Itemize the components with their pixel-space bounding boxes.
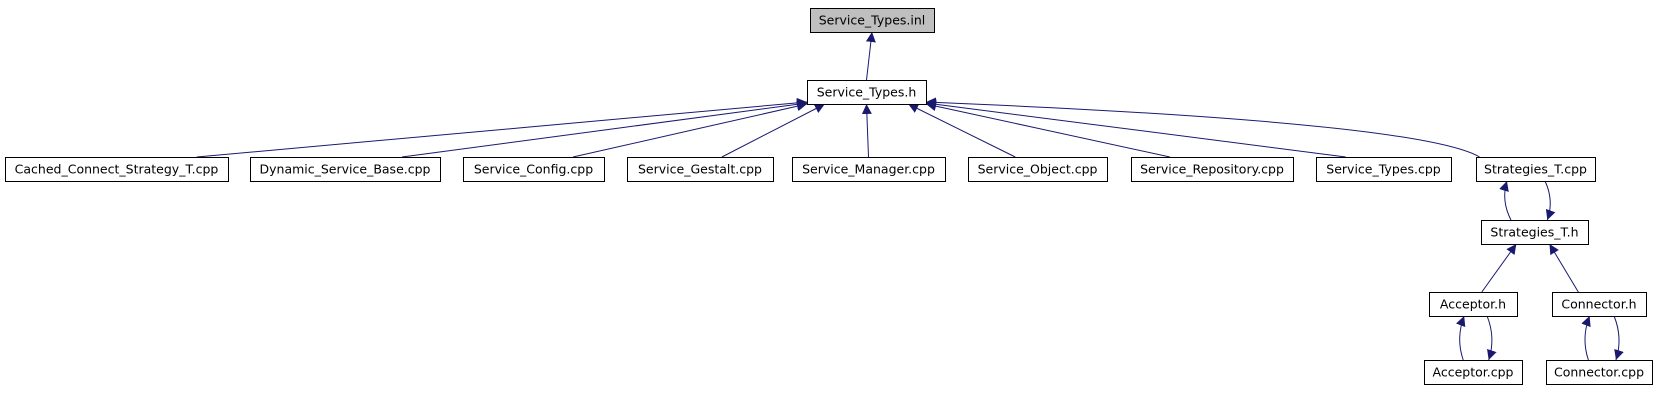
node-box bbox=[1131, 157, 1294, 182]
edge-line bbox=[401, 99, 808, 158]
edge-service_types_cpp-to-service_types_h bbox=[925, 99, 1346, 158]
node-strategies-t-h[interactable]: Strategies_T.h bbox=[1481, 220, 1589, 245]
node-label: Dynamic_Service_Base.cpp bbox=[260, 162, 431, 177]
node-service-manager-cpp[interactable]: Service_Manager.cpp bbox=[792, 157, 946, 182]
edge-line bbox=[1486, 315, 1497, 361]
node-box bbox=[627, 157, 774, 182]
node-box bbox=[5, 157, 229, 182]
edge-acceptor_h-to-strategies_t_h bbox=[1481, 243, 1517, 293]
node-box bbox=[968, 157, 1108, 182]
edge-service_config_cpp-to-service_types_h bbox=[572, 101, 808, 158]
node-label: Service_Config.cpp bbox=[474, 162, 593, 177]
node-box bbox=[1546, 360, 1653, 385]
node-dynamic-service-base-cpp[interactable]: Dynamic_Service_Base.cpp bbox=[250, 157, 441, 182]
node-label: Connector.cpp bbox=[1554, 365, 1644, 380]
edge-line bbox=[1549, 243, 1579, 293]
node-box bbox=[792, 157, 946, 182]
node-box bbox=[1424, 360, 1523, 385]
edge-line bbox=[1481, 243, 1517, 293]
node-box bbox=[463, 157, 605, 182]
edge-dynamic_service_base_cpp-to-service_types_h bbox=[401, 99, 808, 158]
node-cached-connect-strategy-t-cpp[interactable]: Cached_Connect_Strategy_T.cpp bbox=[5, 157, 229, 182]
node-label: Service_Types.cpp bbox=[1326, 162, 1440, 177]
edge-strategies_t_h-to-strategies_t_cpp bbox=[1499, 180, 1512, 221]
node-box bbox=[250, 157, 441, 182]
edge-line bbox=[721, 103, 826, 158]
node-label: Service_Gestalt.cpp bbox=[638, 162, 762, 177]
node-label: Service_Object.cpp bbox=[978, 162, 1098, 177]
node-service-types-cpp[interactable]: Service_Types.cpp bbox=[1316, 157, 1452, 182]
node-service-types-inl: Service_Types.inl bbox=[810, 8, 935, 33]
node-connector-h[interactable]: Connector.h bbox=[1552, 292, 1647, 317]
edge-strategies_t_cpp-to-strategies_t_h bbox=[1544, 180, 1556, 221]
edge-acceptor_cpp-to-acceptor_h bbox=[1455, 315, 1466, 361]
node-label: Service_Manager.cpp bbox=[802, 162, 935, 177]
node-label: Service_Types.h bbox=[817, 85, 917, 100]
edge-service_repository_cpp-to-service_types_h bbox=[925, 101, 1170, 158]
node-label: Strategies_T.cpp bbox=[1484, 162, 1587, 177]
edge-line bbox=[907, 103, 1016, 158]
edge-line bbox=[1544, 180, 1556, 221]
edge-strategies_t_cpp-to-service_types_h bbox=[925, 97, 1480, 158]
node-label: Service_Repository.cpp bbox=[1140, 162, 1284, 177]
node-box bbox=[1481, 220, 1589, 245]
node-connector-cpp[interactable]: Connector.cpp bbox=[1546, 360, 1653, 385]
node-label: Cached_Connect_Strategy_T.cpp bbox=[15, 162, 219, 177]
edges-layer bbox=[196, 31, 1624, 361]
node-label: Acceptor.cpp bbox=[1433, 365, 1514, 380]
edge-service_types_h-to-service_types_inl bbox=[865, 31, 876, 81]
edge-line bbox=[925, 97, 1480, 158]
edge-acceptor_h-to-acceptor_cpp bbox=[1486, 315, 1497, 361]
edge-line bbox=[1581, 315, 1591, 361]
edge-line bbox=[861, 103, 872, 158]
node-label: Acceptor.h bbox=[1440, 297, 1506, 312]
node-service-repository-cpp[interactable]: Service_Repository.cpp bbox=[1131, 157, 1294, 182]
edge-line bbox=[865, 31, 876, 81]
edge-connector_h-to-connector_cpp bbox=[1613, 315, 1624, 361]
edge-service_object_cpp-to-service_types_h bbox=[907, 103, 1016, 158]
node-label: Connector.h bbox=[1561, 297, 1636, 312]
nodes-layer: Service_Types.inlService_Types.hCached_C… bbox=[5, 8, 1653, 385]
edge-cached_connect_strategy_t_cpp-to-service_types_h bbox=[196, 97, 808, 158]
node-acceptor-cpp[interactable]: Acceptor.cpp bbox=[1424, 360, 1523, 385]
edge-line bbox=[1455, 315, 1466, 361]
edge-connector_cpp-to-connector_h bbox=[1581, 315, 1591, 361]
edge-connector_h-to-strategies_t_h bbox=[1549, 243, 1579, 293]
node-strategies-t-cpp[interactable]: Strategies_T.cpp bbox=[1476, 157, 1596, 182]
node-label: Strategies_T.h bbox=[1490, 225, 1578, 240]
node-service-object-cpp[interactable]: Service_Object.cpp bbox=[968, 157, 1108, 182]
node-box bbox=[1316, 157, 1452, 182]
node-box bbox=[810, 8, 935, 33]
node-service-config-cpp[interactable]: Service_Config.cpp bbox=[463, 157, 605, 182]
edge-service_manager_cpp-to-service_types_h bbox=[861, 103, 872, 158]
edge-line bbox=[1613, 315, 1624, 361]
edge-line bbox=[925, 101, 1170, 158]
edge-line bbox=[196, 97, 808, 158]
node-acceptor-h[interactable]: Acceptor.h bbox=[1429, 292, 1518, 317]
node-service-types-h[interactable]: Service_Types.h bbox=[807, 80, 927, 105]
edge-service_gestalt_cpp-to-service_types_h bbox=[721, 103, 826, 158]
edge-line bbox=[572, 101, 808, 158]
edge-line bbox=[1499, 180, 1512, 221]
node-box bbox=[1429, 292, 1518, 317]
node-label: Service_Types.inl bbox=[819, 13, 926, 28]
node-box bbox=[1476, 157, 1596, 182]
node-box bbox=[807, 80, 927, 105]
node-service-gestalt-cpp[interactable]: Service_Gestalt.cpp bbox=[627, 157, 774, 182]
node-box bbox=[1552, 292, 1647, 317]
edge-line bbox=[925, 99, 1346, 158]
